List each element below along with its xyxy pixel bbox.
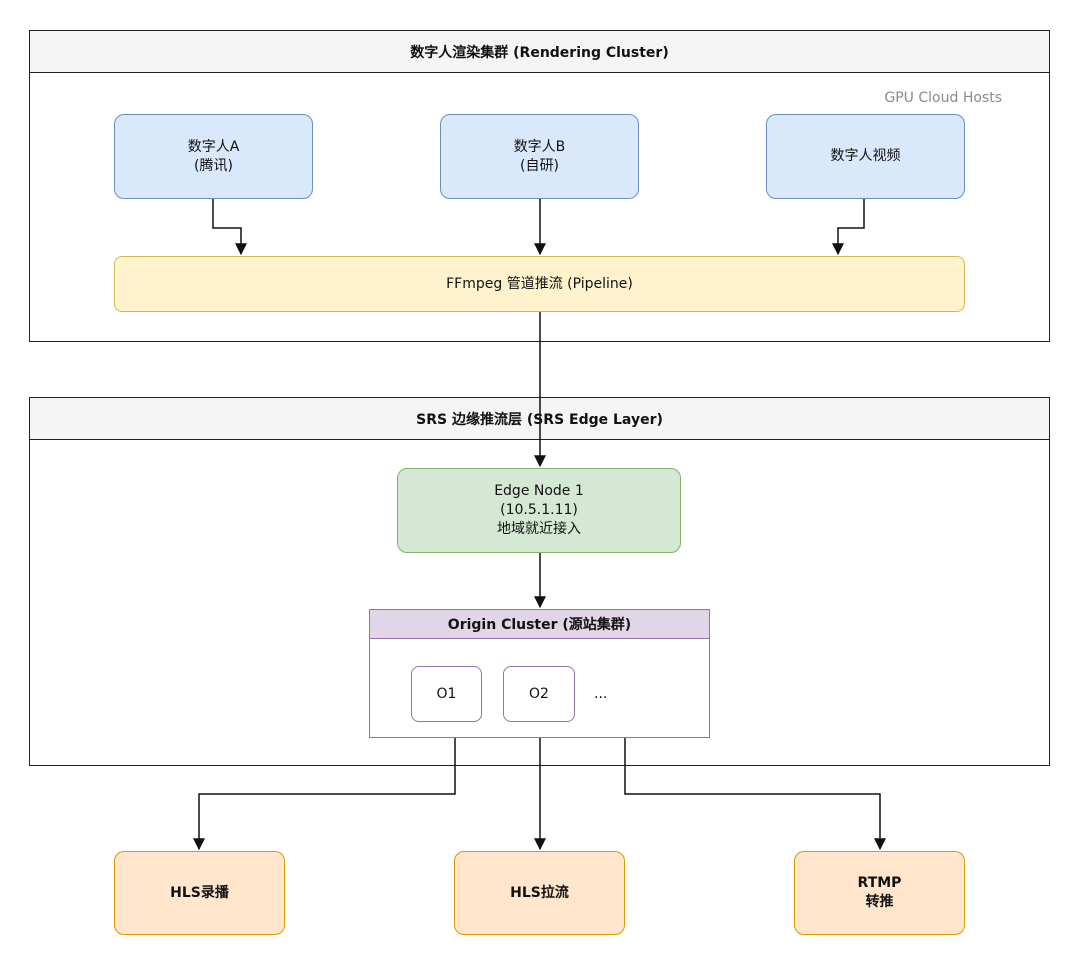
hls-pull-node[interactable]: HLS拉流 bbox=[454, 851, 625, 935]
digital-human-video-node[interactable]: 数字人视频 bbox=[766, 114, 965, 199]
rendering-cluster-title: 数字人渲染集群 (Rendering Cluster) bbox=[30, 31, 1049, 73]
digital-human-b-node[interactable]: 数字人B (自研) bbox=[440, 114, 639, 199]
hls-record-node[interactable]: HLS录播 bbox=[114, 851, 285, 935]
origin-more-ellipsis: ... bbox=[594, 686, 608, 702]
srs-edge-layer-title: SRS 边缘推流层 (SRS Edge Layer) bbox=[30, 398, 1049, 440]
ffmpeg-pipeline-node[interactable]: FFmpeg 管道推流 (Pipeline) bbox=[114, 256, 965, 312]
digital-human-a-node[interactable]: 数字人A (腾讯) bbox=[114, 114, 313, 199]
origin-cluster-title: Origin Cluster (源站集群) bbox=[370, 610, 709, 639]
gpu-cloud-hosts-caption: GPU Cloud Hosts bbox=[884, 90, 1002, 106]
rtmp-forward-node[interactable]: RTMP 转推 bbox=[794, 851, 965, 935]
edge-node-1[interactable]: Edge Node 1 (10.5.1.11) 地域就近接入 bbox=[397, 468, 681, 553]
origin-node-o1[interactable]: O1 bbox=[411, 666, 482, 722]
origin-node-o2[interactable]: O2 bbox=[503, 666, 575, 722]
